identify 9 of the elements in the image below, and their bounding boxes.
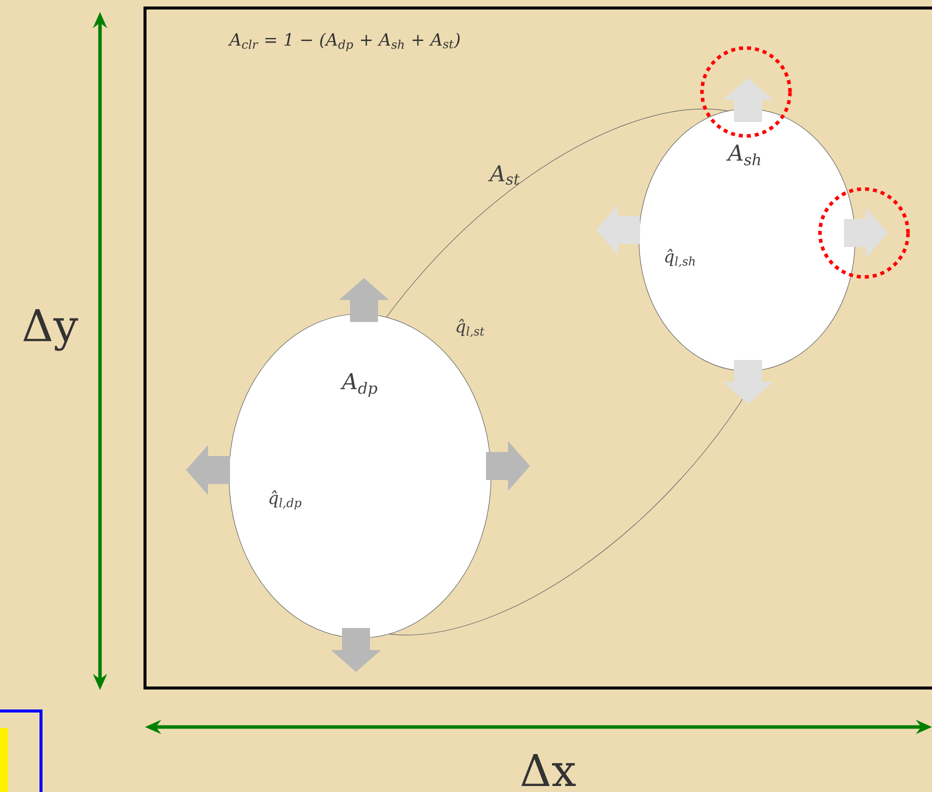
- flux-label: q̂$_{l,dp}$: [269, 490, 302, 510]
- flux-label: q̂$_{l,sh}$: [665, 248, 695, 268]
- formula-text: A$_{clr}$ = 1 − (A$_{dp}$ + A$_{sh}$ + A$_{st}$): [228, 32, 460, 52]
- flux-label: q̂$_{l,st}$: [456, 318, 484, 338]
- area-label: A$_{dp}$: [340, 373, 378, 397]
- dimension-label: Δy: [23, 309, 78, 351]
- dimension-label: Δx: [521, 754, 576, 786]
- area-label: A$_{sh}$: [726, 144, 760, 166]
- area-label: A$_{st}$: [488, 165, 520, 185]
